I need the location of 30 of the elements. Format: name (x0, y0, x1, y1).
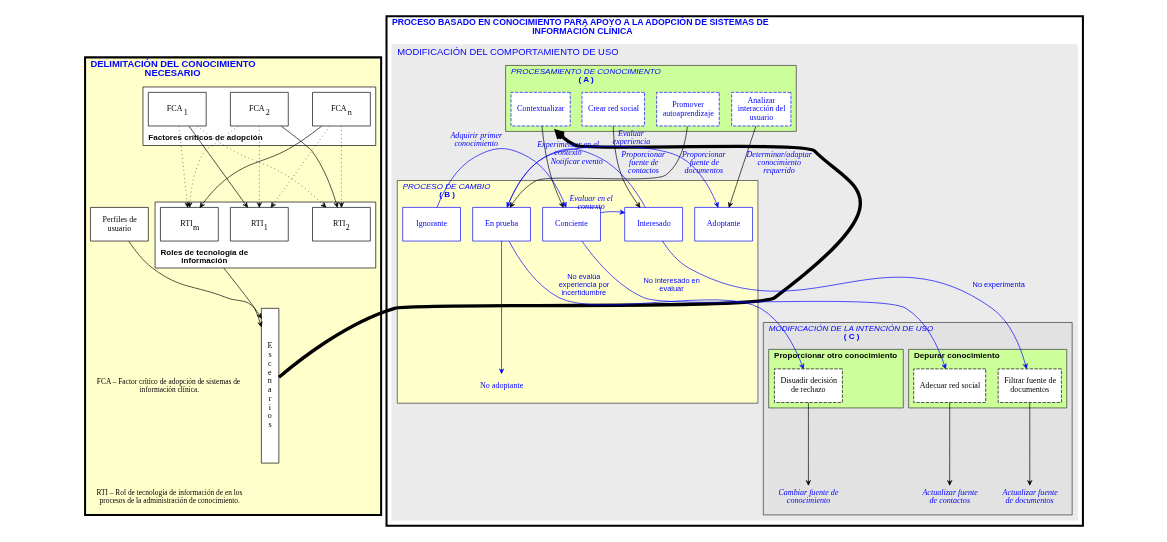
arrow (506, 145, 719, 208)
label: FCA – Factor crítico de adopción de sistemas de información clínica. (96, 376, 240, 394)
arrow (612, 125, 640, 208)
label: RTI – Rol de tecnología de información de en los procesos de la administración de conocimiento. (96, 488, 242, 506)
arrow (506, 148, 646, 208)
arrow (509, 125, 688, 208)
arrow (277, 129, 862, 379)
arrow (946, 402, 952, 486)
arrow (188, 125, 248, 208)
arrow (178, 125, 190, 208)
arrow (581, 240, 946, 370)
arrow (127, 240, 262, 319)
arrow (1026, 402, 1032, 486)
arrow (280, 125, 338, 208)
edge-label: No interesado en evaluar (643, 276, 700, 294)
arrow (186, 125, 238, 208)
edge-label: No evalúa experiencia por incertidumbre (558, 272, 609, 298)
arrow (661, 240, 1028, 369)
arrow (222, 267, 262, 328)
arrow (541, 125, 564, 208)
arrow (270, 125, 330, 208)
arrow (498, 240, 504, 374)
arrow (805, 402, 811, 486)
arrow (436, 148, 567, 208)
arrow (599, 209, 625, 215)
arrow (508, 240, 804, 370)
arrow (338, 125, 344, 208)
edge-label: No experimenta (972, 280, 1025, 290)
arrow (727, 125, 756, 208)
arrow (256, 125, 262, 208)
